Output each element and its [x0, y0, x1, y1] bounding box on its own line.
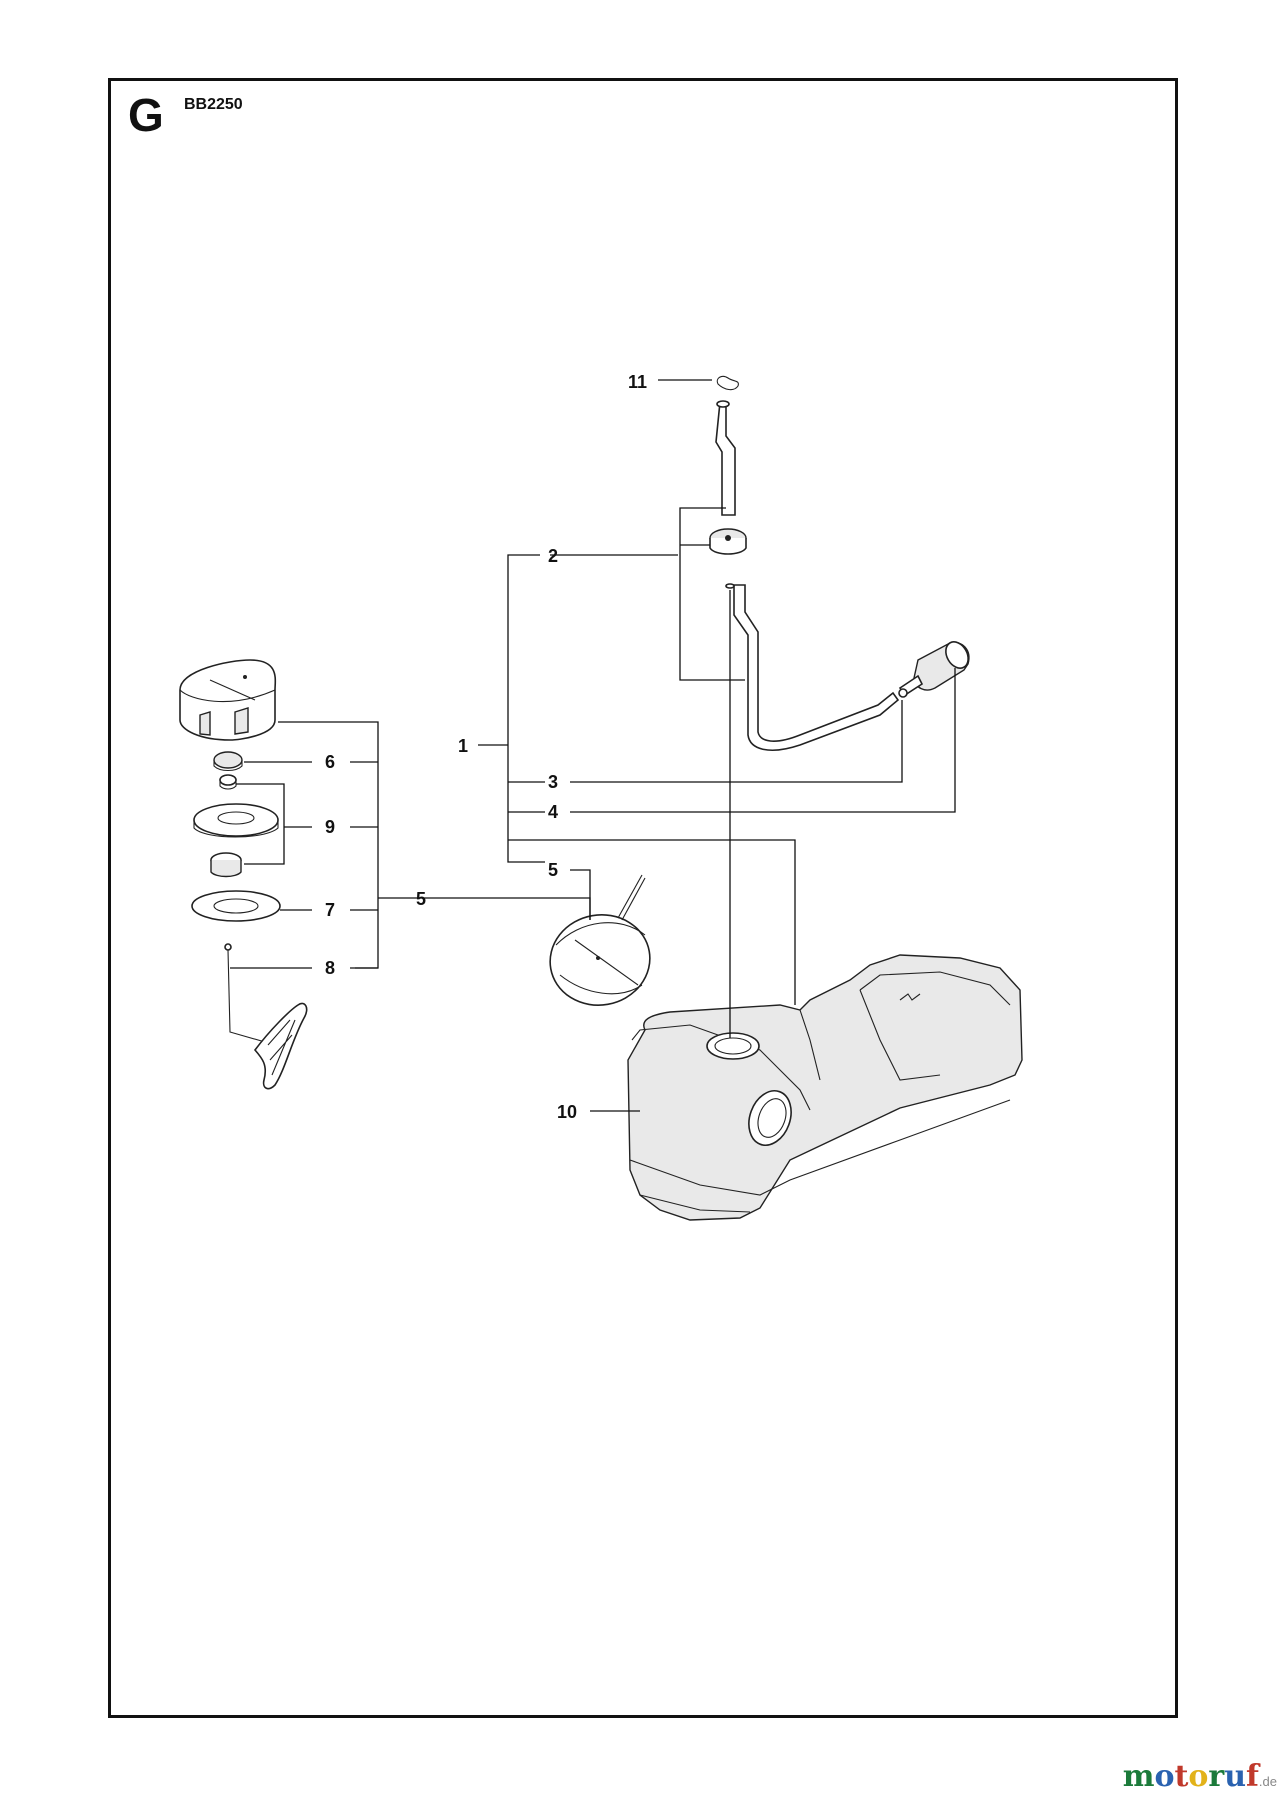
callout-2: 2: [548, 546, 558, 566]
watermark-letter: f: [1246, 1759, 1259, 1794]
fuel-hose-icon: [709, 375, 900, 751]
callout-4: 4: [548, 802, 558, 822]
watermark-letter: r: [1208, 1759, 1225, 1794]
section-letter: G: [128, 89, 164, 141]
callout-9: 9: [325, 817, 335, 837]
watermark-letters: motoruf: [1123, 1759, 1259, 1794]
callout-5: 5: [416, 889, 426, 909]
callout-10: 10: [557, 1102, 577, 1122]
callout-11: 11: [628, 372, 647, 392]
watermark-suffix: .de: [1258, 1774, 1277, 1789]
watermark-letter: u: [1224, 1759, 1247, 1794]
fuel-filter-icon: [898, 641, 970, 698]
watermark-letter: o: [1188, 1759, 1209, 1794]
callout-3: 3: [548, 772, 558, 792]
fuel-tank-icon: [627, 954, 1023, 1221]
callout-5-assembled: 5: [548, 860, 558, 880]
fuel-cap-assembled-icon: [549, 874, 651, 1006]
leader-lines: [230, 379, 956, 1112]
watermark-letter: o: [1154, 1759, 1175, 1794]
watermark-logo: motoruf.de: [1123, 1759, 1277, 1794]
callout-8: 8: [325, 958, 335, 978]
callout-6: 6: [325, 752, 335, 772]
callout-1: 1: [458, 736, 468, 756]
model-code: BB2250: [184, 96, 243, 113]
diagram-frame: [108, 78, 1178, 1718]
watermark-letter: m: [1122, 1759, 1155, 1794]
fuel-cap-icon: [179, 659, 308, 1090]
watermark-letter: t: [1174, 1759, 1189, 1794]
callout-7: 7: [325, 900, 335, 920]
